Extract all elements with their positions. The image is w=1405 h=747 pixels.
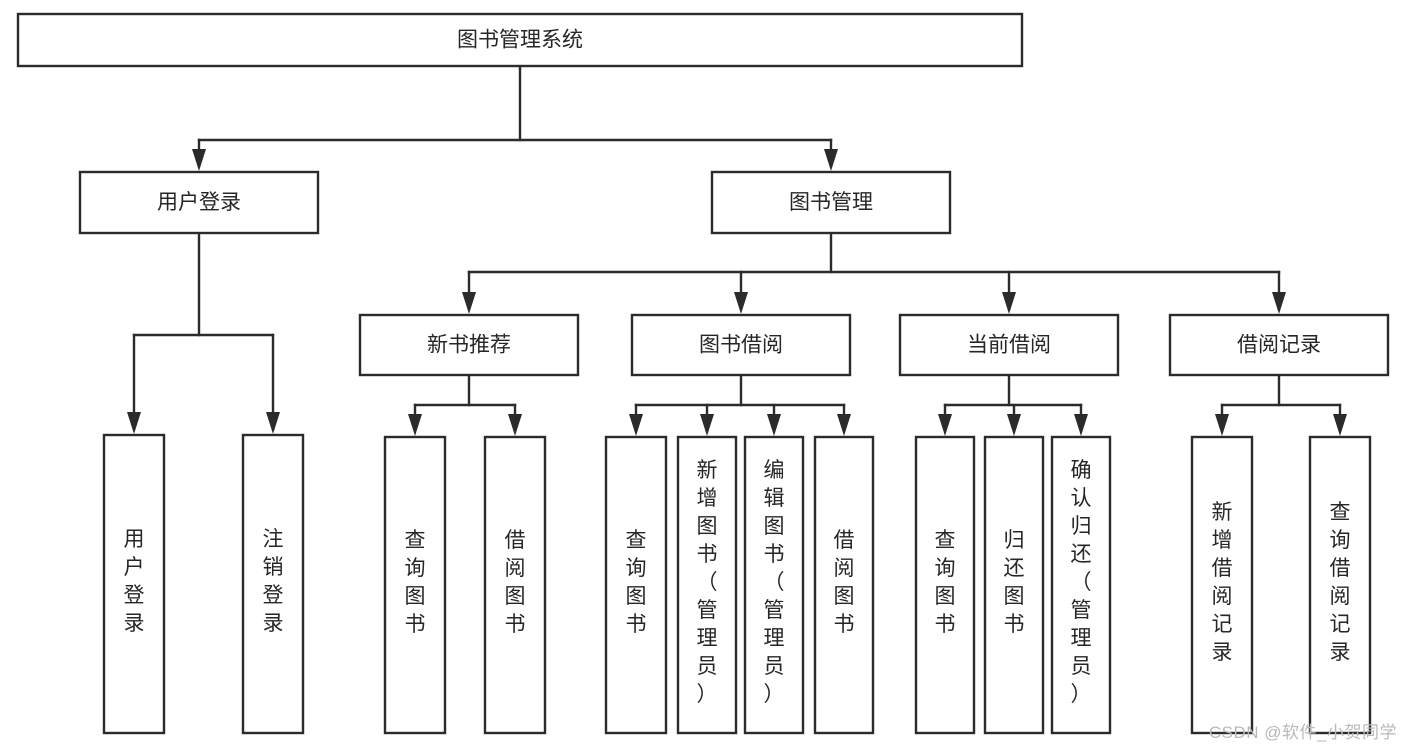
leaf-node-借阅图书[interactable]: 借阅图书 xyxy=(813,435,875,735)
arrow-head xyxy=(1007,414,1021,436)
arrow-head xyxy=(127,412,141,434)
arrow-head xyxy=(192,149,206,171)
arrow-head xyxy=(837,414,851,436)
arrow-head xyxy=(1215,414,1229,436)
node-box[interactable] xyxy=(102,433,166,735)
node-label: 新书推荐 xyxy=(427,334,511,357)
leaf-node-新增图书（管理员）[interactable]: 新增图书（管理员） xyxy=(676,435,738,735)
arrow-head xyxy=(1333,414,1347,436)
node-box[interactable] xyxy=(16,12,1024,68)
node-layer: 图书管理系统用户登录图书管理新书推荐图书借阅当前借阅借阅记录用户登录注销登录查询… xyxy=(16,12,1390,735)
leaf-node-新增借阅记录[interactable]: 新增借阅记录 xyxy=(1190,435,1254,735)
leaf-node-查询图书[interactable]: 查询图书 xyxy=(604,435,668,735)
node-box[interactable] xyxy=(1308,435,1372,735)
node-label: 编辑图书（管理员） xyxy=(764,459,785,706)
leaf-node-注销登录[interactable]: 注销登录 xyxy=(241,433,305,735)
node-box[interactable] xyxy=(1050,435,1112,735)
node-label: 借阅记录 xyxy=(1237,334,1321,357)
node-box[interactable] xyxy=(241,433,305,735)
connector-layer xyxy=(127,64,1347,436)
node-label: 查询借阅记录 xyxy=(1330,501,1351,664)
node-label: 查询图书 xyxy=(935,529,956,636)
arrow-head xyxy=(508,414,522,436)
node-label: 注销登录 xyxy=(263,528,284,635)
arrow-head xyxy=(734,292,748,314)
node-box[interactable] xyxy=(358,313,580,377)
node-box[interactable] xyxy=(1168,313,1390,377)
arrow-head xyxy=(767,414,781,436)
node-label: 图书借阅 xyxy=(699,334,783,357)
node-box[interactable] xyxy=(604,435,668,735)
level1-node-图书管理[interactable]: 图书管理 xyxy=(710,170,952,235)
arrow-head xyxy=(1002,292,1016,314)
node-label: 借阅图书 xyxy=(834,529,855,636)
node-label: 新增借阅记录 xyxy=(1212,501,1233,664)
arrow-head xyxy=(462,292,476,314)
node-box[interactable] xyxy=(483,435,547,735)
node-label: 查询图书 xyxy=(626,529,647,636)
leaf-node-编辑图书（管理员）[interactable]: 编辑图书（管理员） xyxy=(743,435,805,735)
node-box[interactable] xyxy=(743,435,805,735)
node-box[interactable] xyxy=(813,435,875,735)
arrow-head xyxy=(1074,414,1088,436)
level2-node-借阅记录[interactable]: 借阅记录 xyxy=(1168,313,1390,377)
arrow-head xyxy=(1272,292,1286,314)
node-label: 确认归还（管理员） xyxy=(1071,459,1092,706)
arrow-head xyxy=(408,414,422,436)
leaf-node-查询借阅记录[interactable]: 查询借阅记录 xyxy=(1308,435,1372,735)
node-box[interactable] xyxy=(914,435,976,735)
leaf-node-用户登录[interactable]: 用户登录 xyxy=(102,433,166,735)
level1-node-用户登录[interactable]: 用户登录 xyxy=(78,170,320,235)
node-label: 归还图书 xyxy=(1004,529,1025,636)
node-label: 用户登录 xyxy=(124,528,145,635)
node-label: 图书管理系统 xyxy=(457,29,583,52)
node-box[interactable] xyxy=(983,435,1045,735)
leaf-node-查询图书[interactable]: 查询图书 xyxy=(914,435,976,735)
level2-node-新书推荐[interactable]: 新书推荐 xyxy=(358,313,580,377)
node-label: 用户登录 xyxy=(157,191,241,214)
node-label: 查询图书 xyxy=(405,529,426,636)
node-box[interactable] xyxy=(676,435,738,735)
node-box[interactable] xyxy=(710,170,952,235)
level2-node-当前借阅[interactable]: 当前借阅 xyxy=(898,313,1120,377)
root-node-图书管理系统[interactable]: 图书管理系统 xyxy=(16,12,1024,68)
node-label: 借阅图书 xyxy=(505,529,526,636)
arrow-head xyxy=(266,412,280,434)
level2-node-图书借阅[interactable]: 图书借阅 xyxy=(630,313,852,377)
arrow-head xyxy=(938,414,952,436)
node-box[interactable] xyxy=(1190,435,1254,735)
leaf-node-借阅图书[interactable]: 借阅图书 xyxy=(483,435,547,735)
node-label: 当前借阅 xyxy=(967,334,1051,357)
node-box[interactable] xyxy=(898,313,1120,377)
leaf-node-查询图书[interactable]: 查询图书 xyxy=(383,435,447,735)
node-box[interactable] xyxy=(78,170,320,235)
node-box[interactable] xyxy=(383,435,447,735)
arrow-head xyxy=(824,149,838,171)
node-box[interactable] xyxy=(630,313,852,377)
watermark-text: CSDN @软件_小贺同学 xyxy=(1208,723,1397,742)
arrow-head xyxy=(700,414,714,436)
node-label: 图书管理 xyxy=(789,191,873,214)
arrow-head xyxy=(629,414,643,436)
node-label: 新增图书（管理员） xyxy=(697,459,718,706)
leaf-node-归还图书[interactable]: 归还图书 xyxy=(983,435,1045,735)
leaf-node-确认归还（管理员）[interactable]: 确认归还（管理员） xyxy=(1050,435,1112,735)
